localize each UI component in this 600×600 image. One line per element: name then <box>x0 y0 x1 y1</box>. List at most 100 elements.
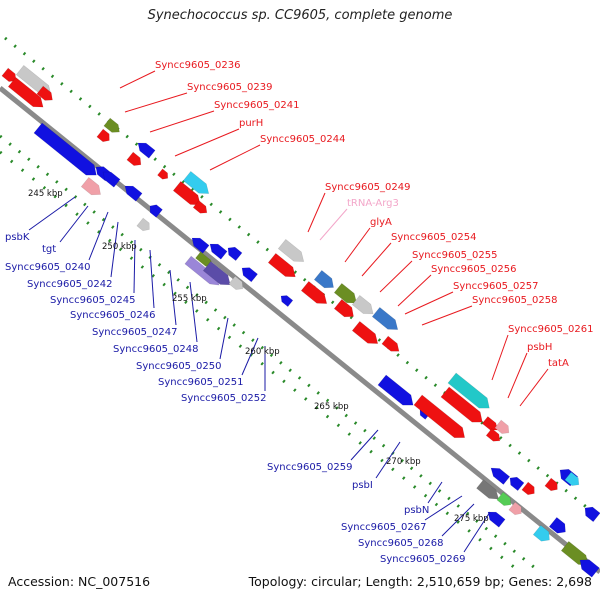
gene-feature[interactable] <box>135 139 156 159</box>
gene-feature[interactable] <box>80 176 104 199</box>
callout-line <box>88 211 109 261</box>
gene-label[interactable]: Syncc9605_0255 <box>412 250 498 261</box>
gene-feature[interactable] <box>507 474 525 492</box>
gene-feature[interactable] <box>351 320 381 348</box>
gene-feature[interactable] <box>481 416 500 433</box>
gene-feature[interactable] <box>1 67 19 85</box>
gene-feature[interactable] <box>371 306 401 334</box>
gene-feature[interactable] <box>447 372 494 413</box>
gene-label[interactable]: Syncc9605_0245 <box>50 295 136 306</box>
gene-feature[interactable] <box>496 491 514 509</box>
gene-feature[interactable] <box>172 180 204 209</box>
gene-feature[interactable] <box>182 170 212 198</box>
gene-feature[interactable] <box>202 260 234 289</box>
kbp-label: 275 kbp <box>454 514 489 524</box>
gene-feature[interactable] <box>440 386 487 427</box>
gene-feature[interactable] <box>485 508 506 528</box>
accession-text: Accession: NC_007516 <box>8 574 151 589</box>
gene-feature[interactable] <box>333 298 357 321</box>
gene-label[interactable]: Syncc9605_0261 <box>508 324 594 335</box>
gene-feature[interactable] <box>278 293 294 308</box>
kbp-label: 250 kbp <box>102 242 137 252</box>
gene-feature[interactable] <box>189 234 210 254</box>
gene-feature[interactable] <box>544 477 561 493</box>
gene-feature[interactable] <box>381 335 402 355</box>
gene-feature[interactable] <box>157 168 170 182</box>
gene-feature[interactable] <box>277 238 307 266</box>
callout-line <box>375 441 401 479</box>
gene-label[interactable]: Syncc9605_0258 <box>472 295 558 306</box>
gene-label[interactable]: Syncc9605_0242 <box>27 279 113 290</box>
gene-feature[interactable] <box>521 481 538 497</box>
gene-feature[interactable] <box>126 151 144 169</box>
gene-label[interactable]: Syncc9605_0239 <box>187 82 273 93</box>
gene-label[interactable]: Syncc9605_0248 <box>113 344 199 355</box>
gene-label[interactable]: Syncc9605_0249 <box>325 182 411 193</box>
gene-feature[interactable] <box>122 182 143 202</box>
gene-label[interactable]: Syncc9605_0240 <box>5 262 91 273</box>
gene-label[interactable]: psbK <box>5 232 30 243</box>
gene-feature[interactable] <box>192 200 210 216</box>
gene-feature[interactable] <box>228 275 246 293</box>
gene-feature[interactable] <box>239 264 259 283</box>
callout-line <box>28 196 76 231</box>
gene-feature[interactable] <box>7 76 47 111</box>
kbp-label: 270 kbp <box>386 457 421 467</box>
gene-feature[interactable] <box>136 217 153 233</box>
gene-label[interactable]: Syncc9605_0254 <box>391 232 477 243</box>
gene-feature[interactable] <box>488 464 511 485</box>
callout-line <box>379 260 413 293</box>
gene-feature[interactable] <box>532 524 553 544</box>
gene-label[interactable]: Syncc9605_0244 <box>260 134 346 145</box>
gene-label[interactable]: glyA <box>370 217 392 228</box>
gene-feature[interactable] <box>147 202 163 218</box>
gene-label[interactable]: purH <box>239 118 263 129</box>
gene-feature[interactable] <box>36 85 56 104</box>
gene-label[interactable]: psbN <box>404 505 429 516</box>
gene-label[interactable]: Syncc9605_0256 <box>431 264 517 275</box>
gene-feature[interactable] <box>313 269 337 292</box>
gene-label[interactable]: Syncc9605_0259 <box>267 462 353 473</box>
gene-label[interactable]: tgt <box>42 244 56 255</box>
gene-feature[interactable] <box>576 555 600 578</box>
callout-line <box>404 291 454 315</box>
gene-feature[interactable] <box>485 428 503 444</box>
callout-line <box>427 481 443 504</box>
gene-label[interactable]: Syncc9605_0268 <box>358 538 444 549</box>
gene-label[interactable]: Syncc9605_0267 <box>341 522 427 533</box>
gene-label[interactable]: psbI <box>352 480 373 491</box>
gene-feature[interactable] <box>267 252 299 281</box>
gene-feature[interactable] <box>103 117 123 136</box>
gene-feature[interactable] <box>225 244 243 262</box>
feature-layer <box>1 64 600 578</box>
gene-feature[interactable] <box>207 240 228 260</box>
gene-label[interactable]: tatA <box>548 358 569 369</box>
gene-label[interactable]: Syncc9605_0269 <box>380 554 466 565</box>
gene-label[interactable]: Syncc9605_0257 <box>453 281 539 292</box>
gene-label[interactable]: Syncc9605_0241 <box>214 100 300 111</box>
gene-feature[interactable] <box>300 280 330 308</box>
gene-feature[interactable] <box>548 516 569 536</box>
gene-feature[interactable] <box>564 471 582 489</box>
gene-feature[interactable] <box>351 294 377 318</box>
gene-label[interactable]: Syncc9605_0247 <box>92 327 178 338</box>
gene-feature[interactable] <box>582 504 600 523</box>
kbp-label: 245 kbp <box>28 189 63 199</box>
gene-feature[interactable] <box>377 374 417 410</box>
gene-label[interactable]: Syncc9605_0236 <box>155 60 241 71</box>
gene-label[interactable]: Syncc9605_0250 <box>136 361 222 372</box>
gene-feature[interactable] <box>413 394 469 443</box>
gene-feature[interactable] <box>494 419 512 437</box>
gene-label[interactable]: tRNA-Arg3 <box>347 198 399 209</box>
gene-label[interactable]: Syncc9605_0251 <box>158 377 244 388</box>
tick-ring-outer <box>4 36 600 520</box>
gene-label[interactable]: Syncc9605_0252 <box>181 393 267 404</box>
gene-feature[interactable] <box>100 168 121 188</box>
gene-feature[interactable] <box>333 282 360 307</box>
gene-feature[interactable] <box>33 122 101 180</box>
gene-feature[interactable] <box>476 479 503 504</box>
gene-label[interactable]: Syncc9605_0246 <box>70 310 156 321</box>
gene-label[interactable]: psbH <box>527 342 552 353</box>
gene-feature[interactable] <box>96 128 113 144</box>
gene-feature[interactable] <box>508 501 525 517</box>
